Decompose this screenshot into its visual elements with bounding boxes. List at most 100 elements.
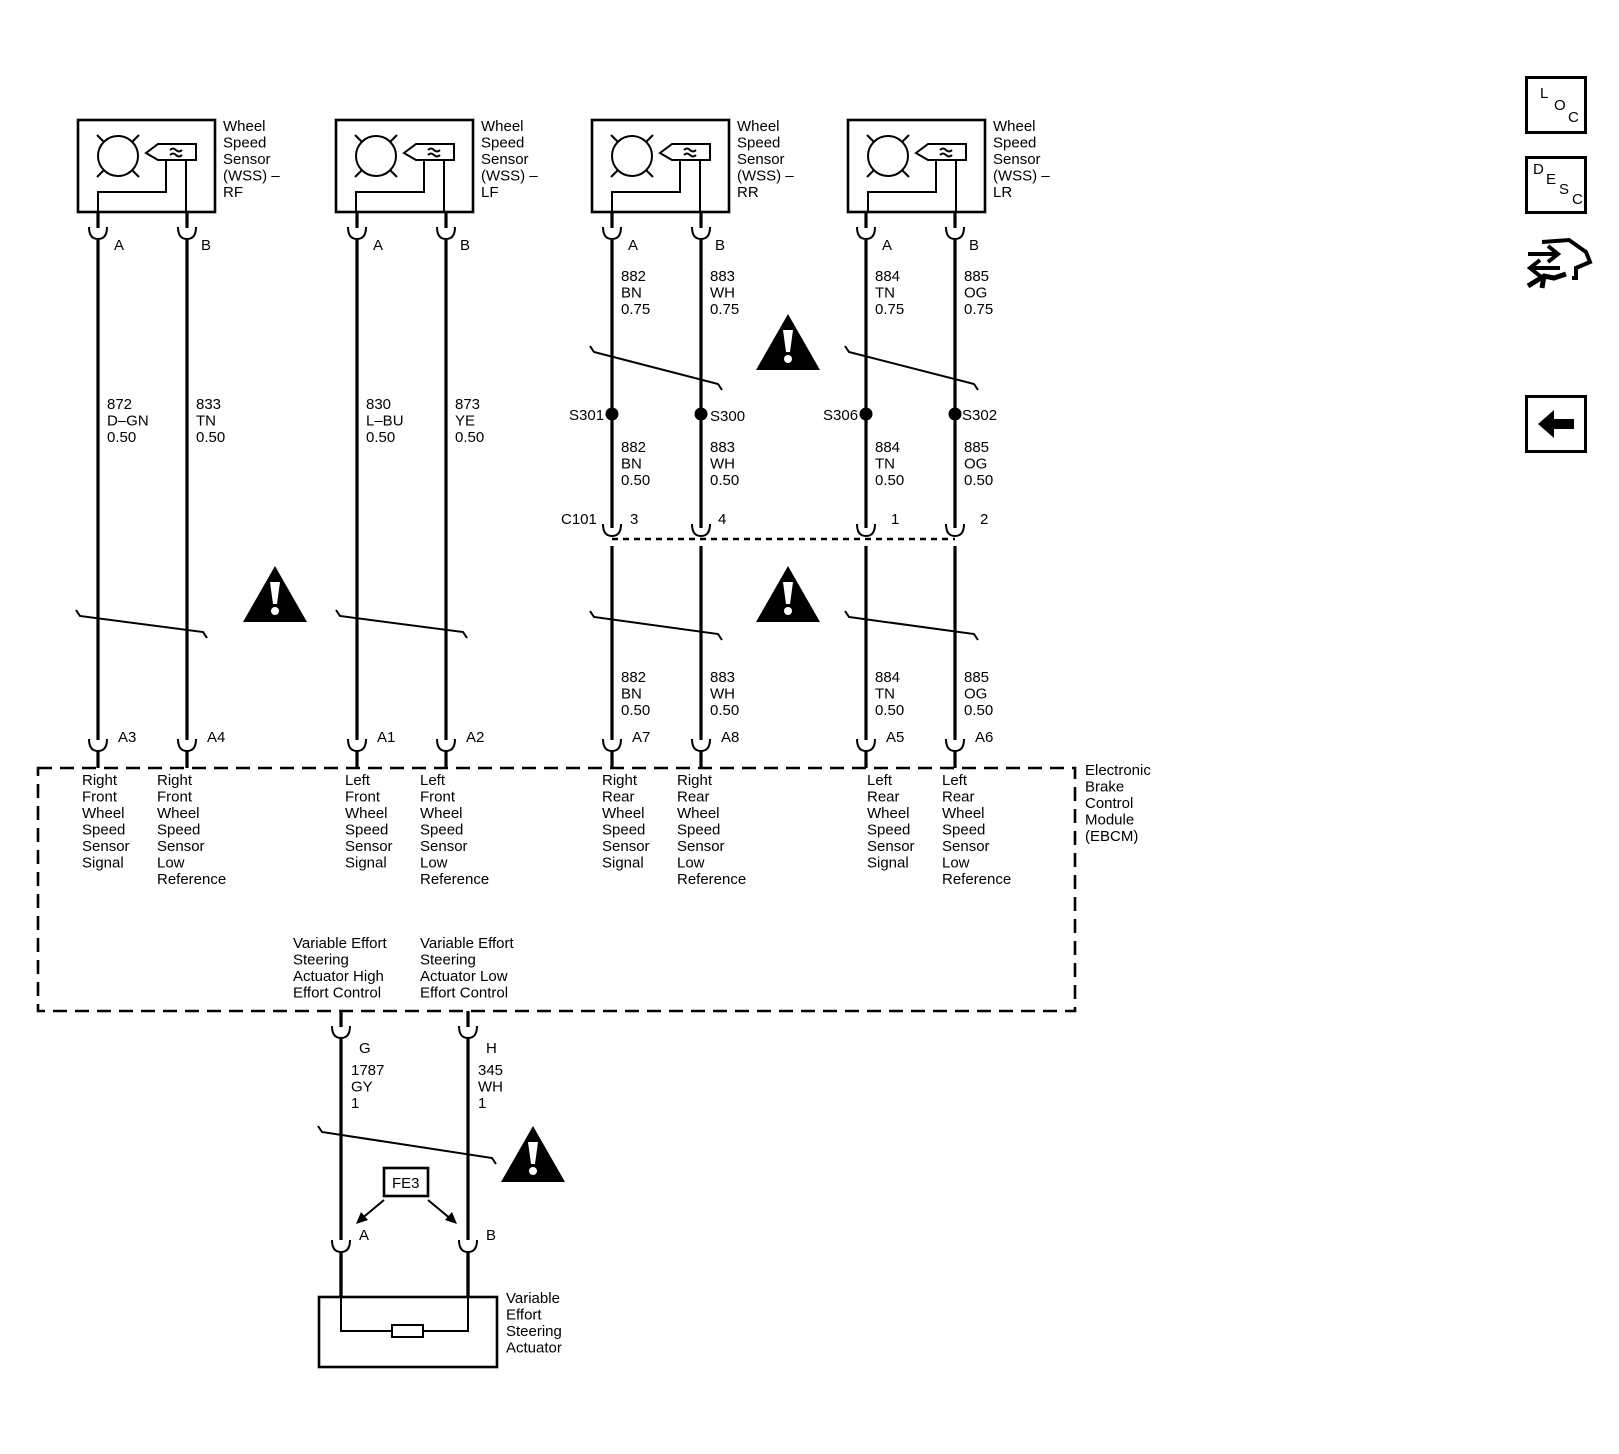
shield-break-line xyxy=(844,345,979,391)
ebcm-output-label: Actuator High xyxy=(293,968,384,985)
ebcm-input-label: Wheel xyxy=(82,805,125,822)
sensor-terminal xyxy=(856,226,876,241)
sensor-label: Speed xyxy=(737,135,780,152)
rear-wire-label: 0.75 xyxy=(621,301,650,318)
c101-pin-label: 1 xyxy=(891,511,899,528)
sensor-label: Sensor xyxy=(737,151,785,168)
ebcm-input-label: Wheel xyxy=(942,805,985,822)
ebcm-input-label: Wheel xyxy=(345,805,388,822)
sensor-internal-wire xyxy=(867,160,937,212)
ebcm-input-label: Right xyxy=(602,772,638,789)
ebcm-input-label: Wheel xyxy=(677,805,720,822)
rear-wire-label: 885 xyxy=(964,669,989,686)
c101-terminal xyxy=(691,523,711,538)
actuator-wire-label: 1 xyxy=(351,1095,359,1112)
shield-break-line xyxy=(317,1125,497,1165)
front-wire-label: YE xyxy=(455,413,475,430)
ebcm-input-label: Sensor xyxy=(345,838,393,855)
loc-letter-o: O xyxy=(1554,97,1566,114)
shield-break-line xyxy=(75,609,208,639)
sensor-pin-label: A xyxy=(628,237,638,254)
ebcm-input-label: Signal xyxy=(602,855,644,872)
gear-icon xyxy=(867,135,909,177)
gear-tooth-icon xyxy=(901,169,910,178)
ebcm-input-label: Low xyxy=(677,855,705,872)
ebcm-input-label: Signal xyxy=(345,855,387,872)
ebcm-input-label: Wheel xyxy=(867,805,910,822)
sensor-label: LR xyxy=(993,184,1012,201)
option-box xyxy=(382,1166,430,1198)
ebcm-input-label: Speed xyxy=(602,822,645,839)
ebcm-pin-label: A3 xyxy=(118,729,136,746)
option-label: FE3 xyxy=(392,1175,420,1192)
gear-tooth-icon xyxy=(645,134,654,143)
warning-icon-dot xyxy=(784,355,792,363)
actuator-wire-label: WH xyxy=(478,1079,503,1096)
actuator-wire-label: GY xyxy=(351,1079,373,1096)
warning-icon xyxy=(501,1126,565,1182)
ebcm-input-label: Front xyxy=(157,789,193,806)
ebcm-output-pin-label: H xyxy=(486,1040,497,1057)
gear-tooth-icon xyxy=(389,169,398,178)
front-wire-label: L–BU xyxy=(366,413,404,430)
sensor-label: Speed xyxy=(993,135,1036,152)
connector-wrench-icon xyxy=(1526,237,1593,289)
splice-dot xyxy=(859,407,873,421)
sensor-label: LF xyxy=(481,184,499,201)
rear-wire-label: 883 xyxy=(710,268,735,285)
splice-label: S300 xyxy=(710,408,745,425)
description-button[interactable]: D E S C xyxy=(1525,156,1587,214)
splice-label: S301 xyxy=(569,407,604,424)
coil-icon xyxy=(939,147,953,158)
arrow-head-icon xyxy=(445,1212,457,1224)
connector-info-button[interactable] xyxy=(1524,230,1594,300)
warning-icon-dot xyxy=(271,607,279,615)
ebcm-input-label: Low xyxy=(420,855,448,872)
ebcm-pin-label: A6 xyxy=(975,729,993,746)
rear-wire-label: TN xyxy=(875,686,895,703)
rear-wire-label: BN xyxy=(621,686,642,703)
sensor-label: (WSS) – xyxy=(993,168,1050,185)
front-wire-label: 0.50 xyxy=(455,429,484,446)
ebcm-output-label: Variable Effort xyxy=(420,935,514,952)
sensor-terminal xyxy=(945,226,965,241)
ebcm-input-label: Right xyxy=(157,772,193,789)
location-button[interactable]: L O C xyxy=(1525,76,1587,134)
ebcm-input-label: Reference xyxy=(420,871,489,888)
sensor-label: Wheel xyxy=(993,118,1036,135)
back-button[interactable] xyxy=(1525,395,1587,453)
front-wire-label: 0.50 xyxy=(196,429,225,446)
gear-tooth-icon xyxy=(610,169,619,178)
ebcm-input-label: Front xyxy=(82,789,118,806)
warning-icon-bar xyxy=(528,1142,538,1164)
front-wire-label: TN xyxy=(196,413,216,430)
splice-label: S302 xyxy=(962,407,997,424)
ebcm-label: Brake xyxy=(1085,779,1124,796)
warning-icon-bar xyxy=(783,582,793,604)
resistor-icon xyxy=(391,1324,424,1338)
gear-icon xyxy=(611,135,653,177)
gear-tooth-icon xyxy=(131,169,140,178)
splice-dot xyxy=(694,407,708,421)
ebcm-pin-label: A8 xyxy=(721,729,739,746)
gear-tooth-icon xyxy=(354,134,363,143)
ebcm-input-label: Speed xyxy=(157,822,200,839)
ebcm-label: (EBCM) xyxy=(1085,828,1138,845)
ebcm-terminal xyxy=(88,738,108,753)
ebcm-output-terminal xyxy=(331,1025,351,1040)
rear-wire-label: OG xyxy=(964,285,987,302)
rear-wire-label: TN xyxy=(875,285,895,302)
rear-wire-label: 0.50 xyxy=(875,472,904,489)
rear-wire-label: 0.50 xyxy=(964,702,993,719)
sensor-pin-label: B xyxy=(715,237,725,254)
ebcm-input-label: Wheel xyxy=(157,805,200,822)
actuator-pin-label: A xyxy=(359,1227,369,1244)
ebcm-terminal xyxy=(347,738,367,753)
actuator-terminal xyxy=(331,1239,351,1254)
ebcm-input-label: Speed xyxy=(867,822,910,839)
ebcm-label: Module xyxy=(1085,812,1134,829)
rear-wire-label: BN xyxy=(621,285,642,302)
sensor-pin-label: B xyxy=(201,237,211,254)
rear-wire-label: 0.75 xyxy=(875,301,904,318)
ebcm-input-label: Rear xyxy=(602,789,635,806)
